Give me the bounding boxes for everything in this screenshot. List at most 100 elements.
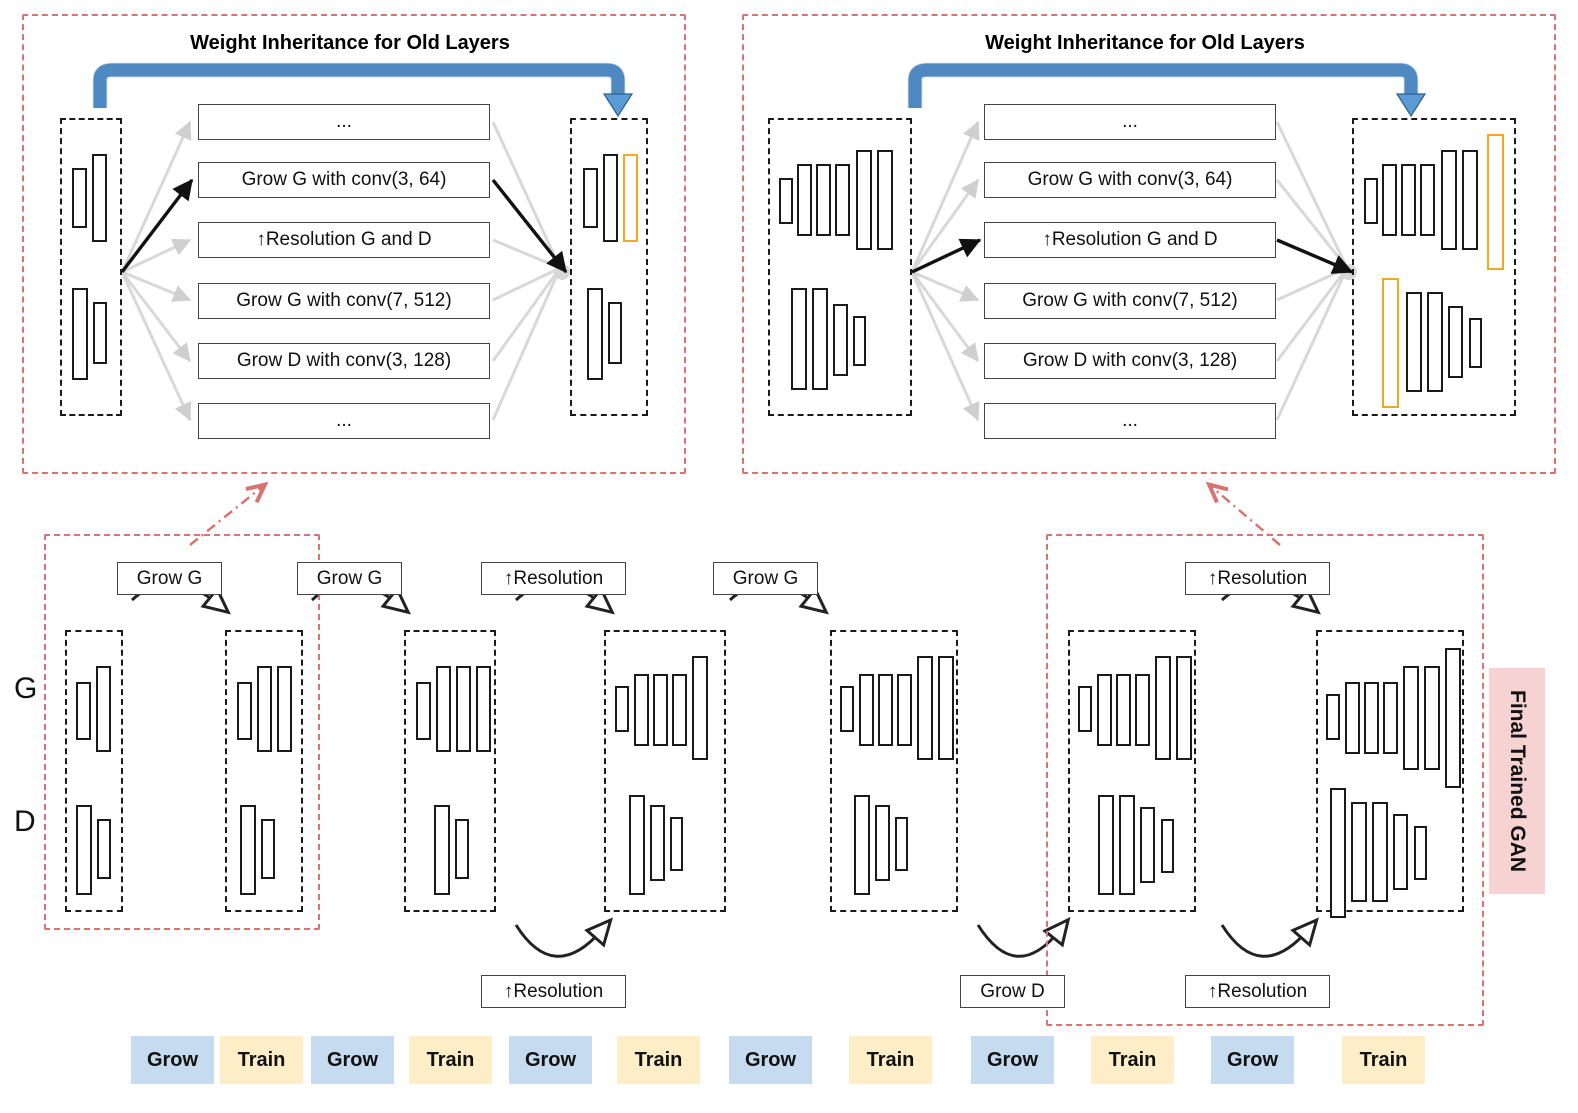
layer-bar bbox=[917, 656, 933, 760]
op-row-5[interactable]: ... bbox=[984, 403, 1276, 439]
layer-bar bbox=[1135, 674, 1150, 746]
layer-bar bbox=[1330, 788, 1346, 918]
layer-bar bbox=[261, 819, 275, 879]
layer-bar bbox=[877, 150, 893, 250]
op-row-4[interactable]: Grow D with conv(3, 128) bbox=[984, 343, 1276, 379]
legend-chip-grow: Grow bbox=[729, 1036, 812, 1084]
layer-bar bbox=[76, 805, 92, 895]
panel-title-right: Weight Inheritance for Old Layers bbox=[985, 32, 1305, 54]
layer-bar bbox=[583, 168, 598, 228]
layer-bar bbox=[416, 682, 431, 740]
op-row-2[interactable]: ↑Resolution G and D bbox=[984, 222, 1276, 258]
layer-bar bbox=[456, 666, 471, 752]
timeline-op-grow-g-2[interactable]: Grow G bbox=[297, 562, 402, 595]
layer-bar bbox=[1382, 164, 1397, 236]
layer-bar bbox=[1326, 694, 1340, 740]
op-row-0[interactable]: ... bbox=[198, 104, 490, 140]
timeline-op-grow-d[interactable]: Grow D bbox=[960, 975, 1065, 1008]
timeline-op-resolution-4[interactable]: ↑Resolution bbox=[1185, 975, 1330, 1008]
layer-bar bbox=[1161, 819, 1174, 873]
final-trained-gan-label: Final Trained GAN bbox=[1489, 668, 1545, 894]
layer-bar bbox=[1140, 807, 1155, 883]
layer-bar bbox=[816, 164, 831, 236]
stage-box bbox=[1068, 630, 1196, 912]
panel-frame-left bbox=[22, 14, 686, 474]
layer-bar bbox=[240, 805, 256, 895]
op-row-0[interactable]: ... bbox=[984, 104, 1276, 140]
legend-chip-train: Train bbox=[849, 1036, 932, 1084]
layer-bar bbox=[1097, 674, 1112, 746]
op-row-4[interactable]: Grow D with conv(3, 128) bbox=[198, 343, 490, 379]
stage-box bbox=[225, 630, 303, 912]
layer-bar bbox=[436, 666, 451, 752]
final-trained-gan-text: Final Trained GAN bbox=[1506, 689, 1529, 873]
generator-label: G bbox=[14, 672, 38, 705]
layer-bar bbox=[833, 304, 848, 376]
layer-bar bbox=[434, 805, 450, 895]
layer-bar bbox=[1176, 656, 1192, 760]
stage-box-final bbox=[1316, 630, 1464, 912]
layer-bar bbox=[629, 795, 645, 895]
layer-bar bbox=[76, 682, 91, 740]
op-row-3[interactable]: Grow G with conv(7, 512) bbox=[198, 283, 490, 319]
timeline-op-grow-g-1[interactable]: Grow G bbox=[117, 562, 222, 595]
legend-chip-train: Train bbox=[409, 1036, 492, 1084]
op-row-5[interactable]: ... bbox=[198, 403, 490, 439]
layer-bar bbox=[878, 674, 893, 746]
layer-bar bbox=[455, 819, 469, 879]
layer-bar bbox=[840, 686, 854, 732]
stage-box bbox=[830, 630, 958, 912]
layer-bar bbox=[1119, 795, 1135, 895]
layer-bar bbox=[1383, 682, 1398, 754]
op-row-3[interactable]: Grow G with conv(7, 512) bbox=[984, 283, 1276, 319]
legend-chip-train: Train bbox=[220, 1036, 303, 1084]
legend-chip-grow: Grow bbox=[509, 1036, 592, 1084]
legend-chip-train: Train bbox=[1091, 1036, 1174, 1084]
panel-title-left: Weight Inheritance for Old Layers bbox=[190, 32, 510, 54]
discriminator-label: D bbox=[14, 805, 36, 838]
layer-bar bbox=[1424, 666, 1440, 770]
layer-bar bbox=[237, 682, 252, 740]
timeline-op-resolution-2[interactable]: ↑Resolution bbox=[481, 975, 626, 1008]
layer-bar bbox=[854, 795, 870, 895]
layer-bar bbox=[812, 288, 828, 390]
layer-bar bbox=[692, 656, 708, 760]
layer-bar bbox=[1445, 648, 1461, 788]
legend-chip-train: Train bbox=[617, 1036, 700, 1084]
timeline-frame-final bbox=[1046, 534, 1484, 1026]
output-network-box-right bbox=[1352, 118, 1516, 416]
stage-box bbox=[604, 630, 726, 912]
layer-bar bbox=[1372, 802, 1388, 902]
layer-bar bbox=[1427, 292, 1443, 392]
layer-bar bbox=[1469, 318, 1482, 368]
timeline-op-resolution-3[interactable]: ↑Resolution bbox=[1185, 562, 1330, 595]
layer-bar bbox=[875, 805, 890, 881]
layer-bar bbox=[1406, 292, 1422, 392]
layer-bar bbox=[856, 150, 872, 250]
layer-bar bbox=[1441, 150, 1457, 250]
layer-bar-highlighted bbox=[1487, 134, 1504, 270]
layer-bar bbox=[277, 666, 292, 752]
panel-frame-right bbox=[742, 14, 1556, 474]
timeline-op-grow-g-3[interactable]: Grow G bbox=[713, 562, 818, 595]
layer-bar bbox=[1401, 164, 1416, 236]
op-row-2[interactable]: ↑Resolution G and D bbox=[198, 222, 490, 258]
op-row-1[interactable]: Grow G with conv(3, 64) bbox=[198, 162, 490, 198]
layer-bar bbox=[1414, 826, 1427, 880]
layer-bar bbox=[897, 674, 912, 746]
layer-bar bbox=[859, 674, 874, 746]
op-row-1[interactable]: Grow G with conv(3, 64) bbox=[984, 162, 1276, 198]
layer-bar bbox=[797, 164, 812, 236]
layer-bar bbox=[653, 674, 668, 746]
layer-bar bbox=[835, 164, 850, 236]
layer-bar bbox=[791, 288, 807, 390]
timeline-op-resolution-1[interactable]: ↑Resolution bbox=[481, 562, 626, 595]
layer-bar bbox=[1078, 686, 1092, 732]
layer-bar bbox=[938, 656, 954, 760]
legend-chip-grow: Grow bbox=[971, 1036, 1054, 1084]
layer-bar bbox=[615, 686, 629, 732]
layer-bar bbox=[1420, 164, 1435, 236]
legend-chip-grow: Grow bbox=[131, 1036, 214, 1084]
layer-bar bbox=[1116, 674, 1131, 746]
layer-bar bbox=[895, 817, 908, 871]
